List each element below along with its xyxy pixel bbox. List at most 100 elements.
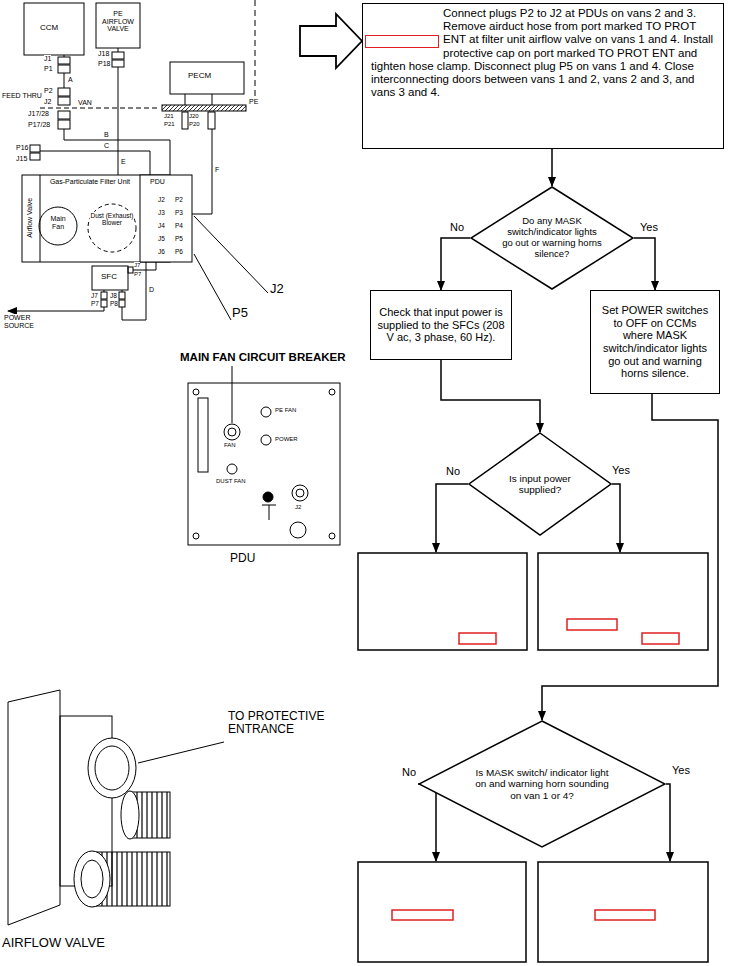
drawing-stroke — [194, 216, 268, 293]
part-label: P17/28 — [28, 121, 50, 129]
part-label: J6 — [158, 248, 165, 255]
part-label: J5 — [158, 235, 165, 242]
part-label: MAIN FAN CIRCUIT BREAKER — [180, 351, 345, 364]
branch-label: Yes — [672, 764, 690, 776]
drawing-stroke — [112, 60, 124, 67]
part-label: B — [104, 131, 109, 139]
part-label: D — [149, 286, 154, 294]
part-label: Gas-Particulate Filter Unit — [44, 178, 136, 186]
part-label: F — [215, 166, 219, 174]
part-label: J21 — [164, 113, 174, 120]
drawing-stroke — [101, 292, 107, 299]
drawing-stroke — [8, 690, 60, 925]
node-text: Is input power supplied? — [500, 473, 580, 496]
part-label: P16 — [16, 144, 28, 152]
drawing-stroke — [30, 153, 40, 160]
part-label: J7 — [91, 292, 98, 299]
drawing-stroke — [122, 290, 123, 292]
drawing-stroke — [104, 290, 105, 292]
drawing-stroke — [358, 553, 527, 650]
part-label: P6 — [175, 248, 183, 255]
flow-connector — [634, 238, 655, 290]
node-text: Is MASK switch/ indicator light on and w… — [472, 767, 612, 801]
drawing-stroke — [595, 910, 655, 920]
diamond-shape — [419, 721, 665, 847]
drawing-stroke — [194, 254, 231, 320]
drawing-stroke — [666, 784, 670, 861]
drawing-stroke — [74, 851, 110, 907]
branch-label: No — [402, 766, 416, 778]
drawing-stroke — [538, 862, 708, 962]
drawing-stroke — [133, 262, 156, 270]
part-label: PE AIRFLOW VALVE — [97, 10, 139, 33]
drawing-stroke — [64, 73, 65, 88]
drawing-stroke — [208, 112, 215, 129]
part-label: TO PROTECTIVE ENTRANCE — [228, 710, 328, 736]
part-label: J17/28 — [28, 110, 49, 118]
drawing-stroke — [567, 619, 617, 630]
part-label: J2 — [295, 504, 301, 511]
edge-label: No — [450, 221, 464, 233]
diamond-text-area: Do any MASK switch/indicator lights go o… — [470, 186, 634, 290]
part-label: P18 — [98, 60, 110, 68]
drawing-stroke — [162, 105, 246, 111]
edge-label: Yes — [640, 221, 658, 233]
drawing-stroke — [30, 145, 40, 152]
part-label: J8 — [110, 292, 117, 299]
part-label: FAN — [224, 442, 236, 449]
drawing-stroke — [292, 485, 308, 501]
drawing-stroke — [182, 112, 188, 129]
drawing-stroke — [329, 389, 335, 395]
branch-label: No — [446, 465, 460, 477]
drawing-stroke — [64, 129, 170, 175]
drawing-stroke — [81, 860, 103, 898]
part-label: PE — [249, 98, 258, 106]
part-label: J3 — [158, 209, 165, 216]
drawing-stroke — [119, 292, 125, 299]
decision-diamond: Do any MASK switch/indicator lights go o… — [470, 186, 634, 290]
callout-label: J2 — [270, 282, 284, 296]
part-label: Main Fan — [44, 215, 72, 230]
part-label: J1 — [44, 55, 51, 63]
drawing-stroke — [296, 489, 304, 497]
drawing-stroke — [39, 207, 77, 245]
part-label: J2 — [158, 196, 165, 203]
drawing-stroke — [58, 65, 70, 73]
process-box: Connect plugs P2 to J2 at PDUs on vans 2… — [362, 3, 724, 149]
diamond-text-area: Is MASK switch/ indicator light on and w… — [418, 720, 666, 848]
drawing-stroke — [119, 300, 125, 307]
part-label: J20 — [189, 113, 199, 120]
drawing-stroke — [170, 62, 244, 94]
node-text: Do any MASK switch/indicator lights go o… — [502, 216, 602, 260]
diamond-shape — [471, 187, 633, 289]
part-label: SFC — [101, 273, 117, 282]
drawing-stroke — [228, 428, 236, 436]
decision-diamond: Is input power supplied? — [468, 432, 612, 536]
flow-connector — [441, 360, 540, 432]
drawing-stroke — [58, 57, 70, 64]
drawing-stroke — [612, 484, 620, 552]
drawing-stroke — [198, 398, 208, 472]
process-box: Set POWER switches to OFF on CCMs where … — [590, 290, 720, 394]
part-label: P20 — [189, 121, 200, 128]
part-label: Dust (Exhaust) Blower — [90, 212, 134, 226]
part-label: P5 — [175, 235, 183, 242]
drawing-stroke — [92, 266, 128, 290]
branch-label: Yes — [612, 464, 630, 476]
drawing-stroke — [185, 94, 186, 105]
drawing-stroke — [212, 94, 213, 105]
drawing-stroke — [392, 910, 453, 920]
drawing-stroke — [300, 14, 362, 68]
drawing-stroke — [642, 633, 679, 644]
drawing-stroke — [140, 175, 192, 262]
part-label: A — [68, 76, 73, 84]
drawing-stroke — [418, 484, 670, 861]
drawing-stroke — [263, 492, 273, 502]
drawing-stroke — [232, 366, 233, 423]
diamond-shape — [469, 433, 611, 535]
part-label: PDU — [150, 178, 165, 186]
part-label: P1 — [44, 65, 53, 73]
node-text: Check that input power is supplied to th… — [377, 306, 505, 344]
drawing-stroke — [40, 151, 150, 175]
part-label: VAN — [78, 99, 92, 107]
